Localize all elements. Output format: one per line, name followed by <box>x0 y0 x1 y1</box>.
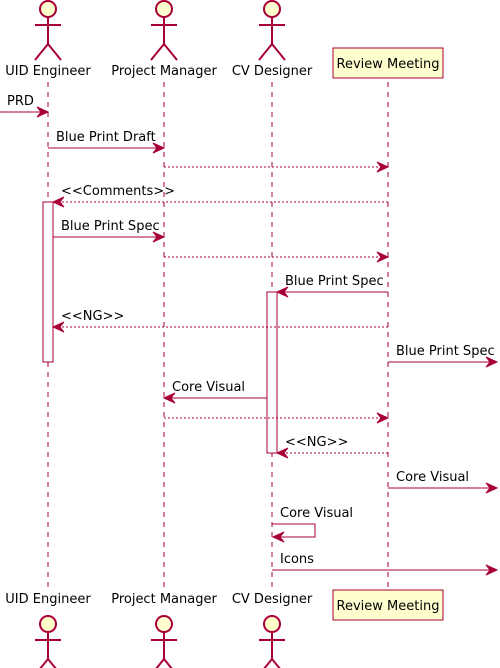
message-13: Core Visual <box>388 470 499 494</box>
message-4: <<Comments>> <box>51 184 388 208</box>
message-10: Core Visual <box>162 380 267 404</box>
message-7: Blue Print Spec <box>275 274 388 298</box>
activation-bar-cv <box>266 291 278 454</box>
participant-label-pm-bottom: Project Manager <box>111 592 217 607</box>
actor-cv-top-stick-figure-icon <box>258 0 286 61</box>
activation-bar-uid <box>42 201 54 363</box>
participant-label-cv-top: CV Designer <box>232 64 313 79</box>
message-6 <box>164 251 390 263</box>
participant-label-pm-top: Project Manager <box>111 64 217 79</box>
message-label: <<NG>> <box>61 309 124 324</box>
message-label: Core Visual <box>396 470 469 485</box>
participant-label-uid-top: UID Engineer <box>5 64 91 79</box>
message-9: Blue Print Spec <box>388 344 499 368</box>
participant-label-uid-bottom: UID Engineer <box>5 592 91 607</box>
participant-box-rm-bottom: Review Meeting <box>332 589 444 621</box>
message-label: PRD <box>7 94 34 109</box>
message-2: Blue Print Draft <box>48 130 166 154</box>
actor-uid-bottom-stick-figure-icon <box>35 615 61 668</box>
message-label: <<NG>> <box>285 435 348 450</box>
message-14: Core Visual <box>271 506 353 543</box>
message-label: <<Comments>> <box>61 184 175 199</box>
message-label: Blue Print Draft <box>56 130 156 145</box>
message-12: <<NG>> <box>275 435 388 459</box>
message-label: Core Visual <box>172 380 245 395</box>
message-label: Blue Print Spec <box>61 219 160 234</box>
participant-label-cv-bottom: CV Designer <box>232 592 313 607</box>
participant-label-rm-top: Review Meeting <box>337 57 440 72</box>
actor-uid-top-stick-figure-icon <box>34 0 62 61</box>
message-5: Blue Print Spec <box>53 219 166 243</box>
message-8: <<NG>> <box>51 309 388 333</box>
message-11 <box>164 412 390 424</box>
message-1: PRD <box>0 94 50 118</box>
message-15: Icons <box>272 552 499 576</box>
message-label: Blue Print Spec <box>396 344 495 359</box>
message-label: Core Visual <box>280 506 353 521</box>
message-label: Blue Print Spec <box>285 274 384 289</box>
message-label: Icons <box>280 552 314 567</box>
actor-pm-bottom-stick-figure-icon <box>151 615 177 668</box>
participant-label-rm-bottom: Review Meeting <box>337 599 440 614</box>
actor-cv-bottom-stick-figure-icon <box>259 615 285 668</box>
actor-pm-top-stick-figure-icon <box>150 0 178 61</box>
message-3 <box>164 161 390 173</box>
participant-box-rm-top: Review Meeting <box>332 47 444 79</box>
